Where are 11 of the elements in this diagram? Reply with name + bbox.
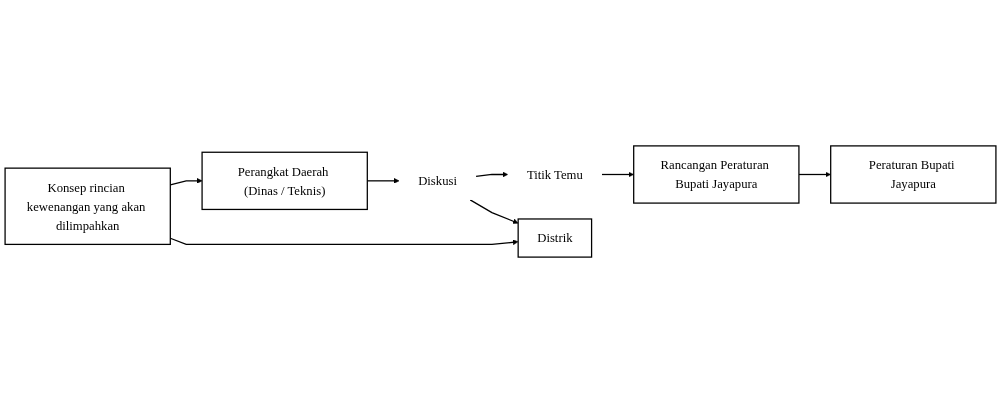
node-text: Titik Temu [526, 167, 583, 182]
arrow [475, 171, 509, 178]
node-box: Perangkat Daerah (Dinas / Teknis) [201, 151, 368, 211]
node-text: Diskusi [418, 173, 457, 188]
arrow [469, 199, 519, 224]
arrow [601, 171, 634, 178]
node-box: Konsep rincian kewenangan yang akan dilimpahkan [4, 167, 171, 246]
arrow [798, 171, 831, 178]
node-box: Peraturan Bupati Jayapura [830, 145, 997, 204]
node-box: Distrik [517, 218, 593, 258]
node-box: Rancangan Peraturan Bupati Jayapura [633, 145, 800, 204]
